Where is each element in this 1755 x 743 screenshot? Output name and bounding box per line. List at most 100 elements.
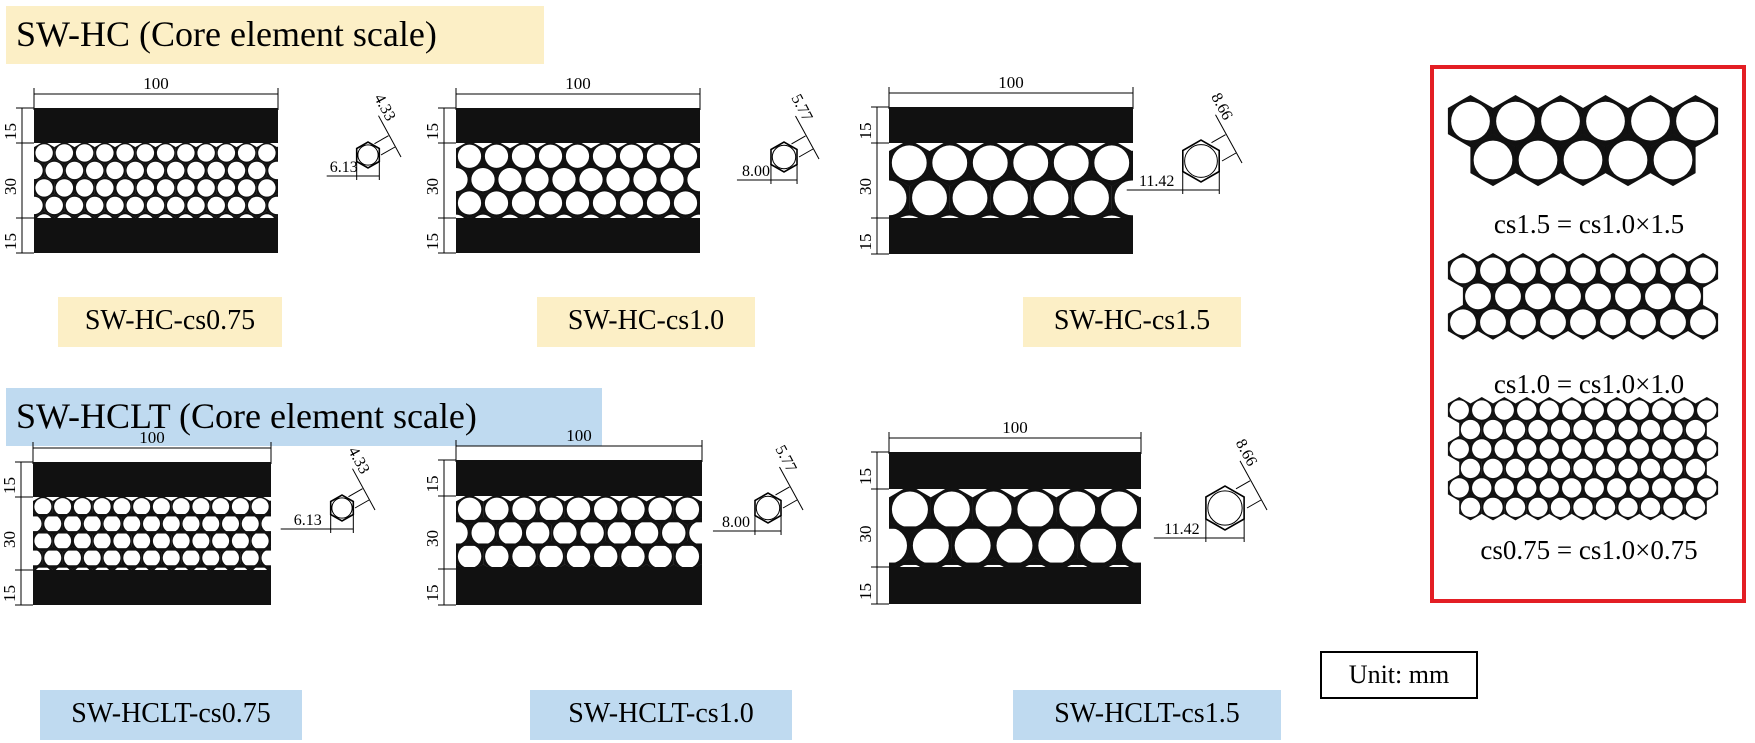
hc075-cell-hole xyxy=(197,144,215,162)
hclt10-cell-hole xyxy=(525,521,550,545)
legend-cell-hole xyxy=(1697,478,1717,498)
hclt15-lamina-line xyxy=(889,526,1141,529)
hc075-cell-hole xyxy=(289,197,306,214)
hc15-cell-hole xyxy=(993,180,1028,216)
hclt075-cell-hole xyxy=(113,532,131,550)
hclt10-hex-cell xyxy=(755,588,782,620)
hclt10-cell-hole xyxy=(730,592,753,615)
hc075-cell-hole xyxy=(34,196,43,215)
hclt10-hex-cell xyxy=(769,517,796,549)
hc075-cell-hole xyxy=(329,197,346,214)
hc075-cell-hole xyxy=(248,196,266,215)
hc15-cell-hole xyxy=(891,145,927,181)
hc075-cell-hole xyxy=(187,196,205,215)
hc075-hex-cell xyxy=(14,211,34,235)
hc075-hex-cell xyxy=(328,229,348,252)
hclt15-core-dim: 30 xyxy=(856,526,875,543)
hc075-cell-hole xyxy=(55,179,74,197)
hc075-cell-hole xyxy=(217,144,236,162)
legend-cell-hole xyxy=(1539,439,1559,459)
legend-cell-hole xyxy=(1674,439,1694,459)
legend-cell-hole xyxy=(1517,439,1537,459)
legend-cell-hole xyxy=(1550,458,1571,479)
hc10-cell-hole xyxy=(552,167,576,192)
legend-cell-hole xyxy=(1540,309,1566,336)
hclt075-cell-hole xyxy=(192,532,210,550)
hclt075-cell-hole xyxy=(202,515,220,533)
hclt10-cell-hole xyxy=(634,521,659,545)
legend-caption-cs10: cs1.0 = cs1.0×1.0 xyxy=(1493,369,1685,399)
hclt075-cell-hole xyxy=(93,498,111,516)
legend-cell-hole xyxy=(1631,101,1670,141)
hclt15-cell-edge-label: 8.66 xyxy=(1232,436,1260,469)
legend-cell-hole xyxy=(1608,140,1648,180)
hc10-cell-hole xyxy=(728,191,751,214)
hclt15-cell-hole xyxy=(1185,564,1221,600)
hclt10-width-dim-label: 100 xyxy=(566,426,592,445)
legend-cell-hole xyxy=(1496,101,1535,141)
hclt15-hex-cell xyxy=(1161,594,1203,643)
hclt10-cell-hole xyxy=(457,497,482,522)
specimen-label-sw-hc-cs15: SW-HC-cs1.5 xyxy=(1023,297,1241,347)
legend-cell-hole xyxy=(1517,400,1537,420)
hclt15-cell-hole xyxy=(955,600,991,636)
hc15-bottom-face-sheet xyxy=(889,218,1133,254)
hc10-cell-hole xyxy=(646,144,671,168)
legend-cell-hole xyxy=(1494,400,1514,420)
hc10-cell-hole xyxy=(501,214,519,218)
hc10-cell-hole xyxy=(606,167,630,192)
hc15-cell-width-label: 11.42 xyxy=(1139,173,1174,190)
hc15-cell-hole xyxy=(993,251,1028,286)
hc075-hex-cell xyxy=(307,194,327,218)
hclt10-top-face-sheet xyxy=(456,460,702,496)
hc10-cell-hole xyxy=(457,191,482,215)
legend-cell-hole xyxy=(1573,419,1593,440)
hclt075-hex-cell xyxy=(319,581,339,604)
hc10-cell-hole xyxy=(741,215,764,238)
hc075-cell-hole xyxy=(136,179,155,197)
hclt10-cell-hole xyxy=(498,521,523,545)
hc10-cell-hole xyxy=(579,167,603,192)
hclt15-width-dim-label: 100 xyxy=(1002,418,1028,437)
hc10-cell-edge-tick-b xyxy=(798,148,814,158)
legend-cell-hole xyxy=(1449,439,1469,459)
hclt075-hex-cell xyxy=(13,495,33,518)
hclt075-cell-hole xyxy=(261,549,271,567)
legend-cell-hole xyxy=(1525,283,1551,310)
hc15-cell-hole xyxy=(940,215,959,218)
hclt075-face-dim-top: 15 xyxy=(0,477,19,494)
hc075-bottom-face-sheet xyxy=(34,218,278,253)
hc10-cell-hole xyxy=(538,144,563,168)
hc10-cell-hole xyxy=(728,238,751,261)
hclt075-hex-cell xyxy=(290,564,310,587)
hclt075-cell-width-label: 6.13 xyxy=(294,512,322,529)
hc075-hex-cell xyxy=(277,181,278,195)
hc10-hex-cell xyxy=(605,210,631,218)
hclt15-cell-hole xyxy=(889,527,907,564)
hc15-hex-cell xyxy=(1131,150,1133,176)
hclt075-hex-cell xyxy=(270,568,271,570)
hc15-cell-hole xyxy=(953,251,988,286)
hc10-cell-hole xyxy=(701,145,724,168)
hclt075-cell-hole xyxy=(321,549,338,566)
hclt15-hex-cell xyxy=(1203,594,1245,643)
hc15-cell-detail-hole xyxy=(1184,144,1218,178)
hc075-cell-hole xyxy=(309,232,326,249)
hclt075-hex-cell xyxy=(280,547,300,570)
legend-cell-hole xyxy=(1607,478,1627,498)
legend-cell-hole xyxy=(1585,283,1611,310)
hclt075-cell-hole xyxy=(34,532,52,550)
hclt075-cell-hole xyxy=(162,549,180,567)
legend-cell-hole xyxy=(1640,458,1661,479)
hc075-face-dim-bottom: 15 xyxy=(1,233,20,250)
hc15-cell-hole xyxy=(972,145,1008,181)
hclt075-cell-hole xyxy=(192,498,210,516)
legend-cell-hole xyxy=(1460,458,1481,479)
legend-cell-hole xyxy=(1615,283,1641,310)
hclt075-cell-hole xyxy=(143,549,161,567)
hclt10-cell-hole xyxy=(771,521,794,544)
hclt15-hex-cell xyxy=(1244,521,1286,570)
hc10-cell-hole xyxy=(484,191,509,215)
hc075-cell-edge-dim-line xyxy=(378,115,402,158)
